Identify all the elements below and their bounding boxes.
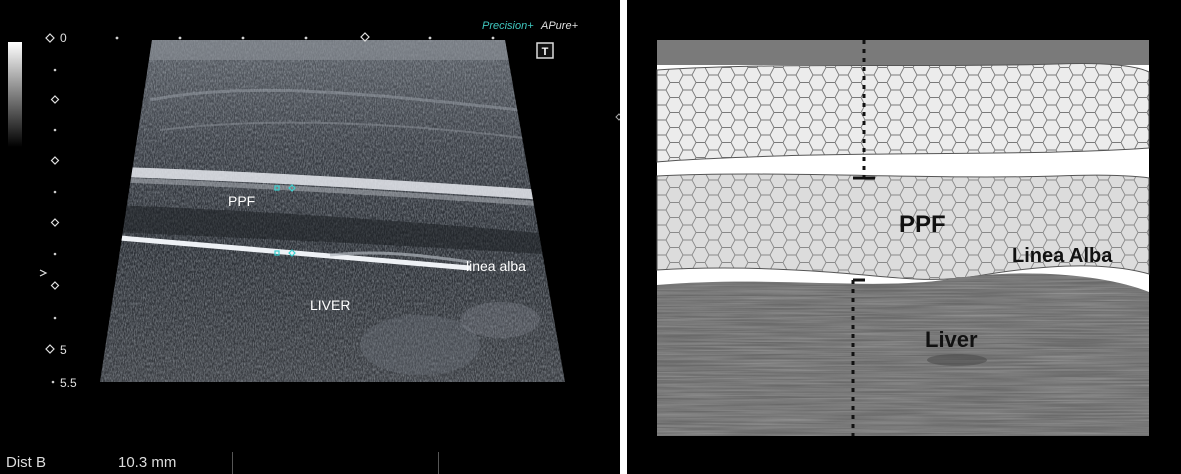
skin-layer xyxy=(657,40,1149,65)
depth-label-top: 0 xyxy=(60,31,67,45)
us-label-liver: LIVER xyxy=(310,297,350,313)
pure-label: APure+ xyxy=(540,20,579,32)
diagram-canvas: PPF Linea Alba Liver xyxy=(627,0,1181,474)
measurement-value: 10.3 mm xyxy=(118,452,176,474)
us-label-linea-alba: linea alba xyxy=(466,258,526,274)
ultrasound-image: T Precision+ APure+ 0 5 5.5 PPF linea al… xyxy=(0,0,620,474)
measurement-bar: Dist B 10.3 mm xyxy=(0,452,620,474)
precision-label: Precision+ xyxy=(482,20,534,32)
ultrasound-sector xyxy=(90,40,570,385)
grayscale-bar xyxy=(8,42,22,147)
subcutaneous-fat-layer xyxy=(657,63,1149,162)
depth-label-mid: 5 xyxy=(60,343,67,357)
t-marker-label: T xyxy=(542,46,549,58)
diagram-label-ppf: PPF xyxy=(899,211,946,238)
schematic-diagram: PPF Linea Alba Liver xyxy=(627,0,1181,474)
liver-region xyxy=(657,260,1149,440)
top-ruler xyxy=(116,37,495,40)
depth-label-bottom: 5.5 xyxy=(60,376,77,390)
measurement-label: Dist B xyxy=(6,452,46,474)
diagram-label-linea-alba: Linea Alba xyxy=(1012,245,1113,267)
ultrasound-canvas: T Precision+ APure+ 0 5 5.5 PPF linea al… xyxy=(0,0,620,474)
diagram-label-liver: Liver xyxy=(925,327,978,352)
us-label-ppf: PPF xyxy=(228,193,255,209)
focus-marker-icon xyxy=(361,33,369,41)
